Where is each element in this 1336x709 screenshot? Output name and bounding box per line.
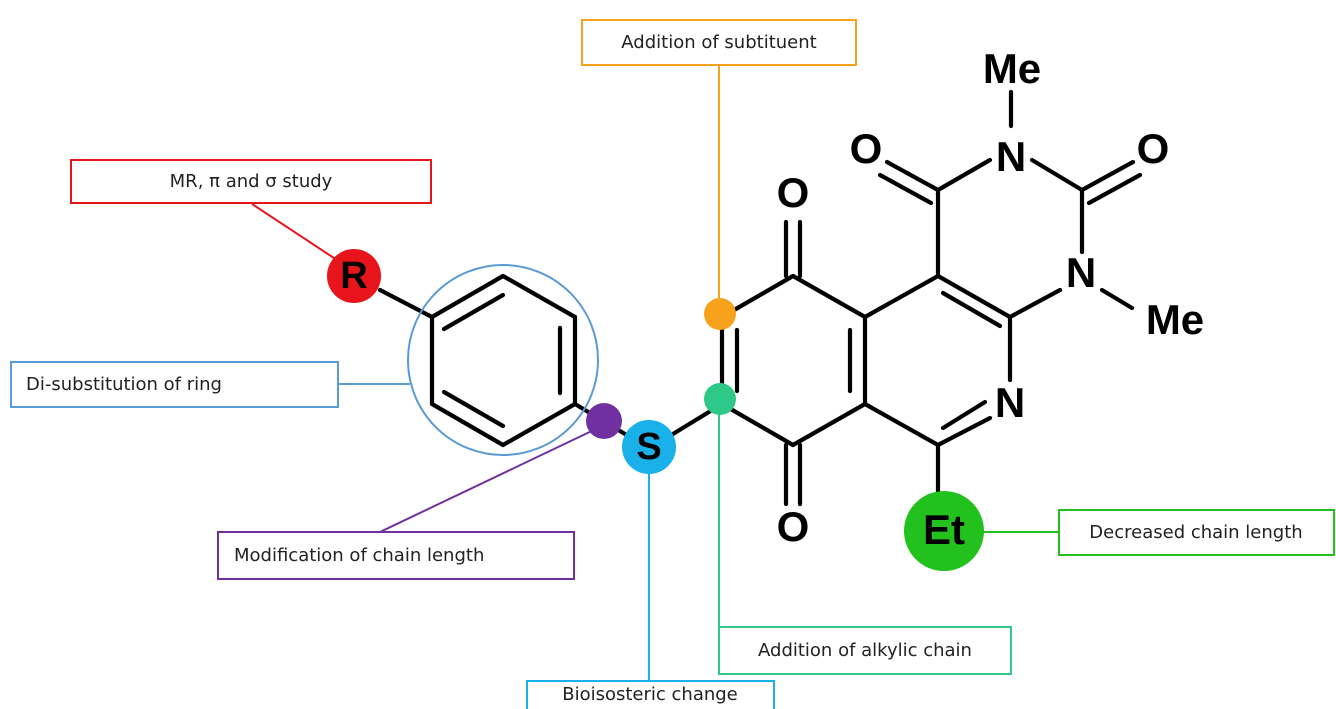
atom-n-top: N <box>996 133 1026 180</box>
atom-ethyl: Et <box>923 506 965 553</box>
bond <box>935 415 993 448</box>
bond <box>429 401 506 448</box>
bond <box>1029 157 1085 193</box>
bond <box>862 401 941 448</box>
bond <box>441 389 506 429</box>
bond <box>1079 159 1136 193</box>
bond <box>884 159 941 193</box>
bond <box>500 401 578 448</box>
atom-o-right: O <box>1137 125 1170 172</box>
atom-n-right: N <box>1066 249 1096 296</box>
atom-o-quinone-top: O <box>777 169 810 216</box>
bond <box>862 273 941 320</box>
bond <box>500 273 578 320</box>
annotation-text: Addition of subtituent <box>621 32 816 53</box>
atom-o-quinone-bottom: O <box>777 503 810 550</box>
ethyl-marker <box>904 491 984 571</box>
annotation-text: Decreased chain length <box>1089 522 1302 543</box>
bond <box>1099 287 1135 311</box>
bond <box>935 157 993 193</box>
molecule-skeleton <box>377 89 1143 507</box>
bond <box>1086 172 1143 206</box>
annotation-mr-study: MR, π and σ study <box>70 159 432 204</box>
annotation-di-substitution: Di-substitution of ring <box>10 361 339 408</box>
atom-me-top: Me <box>983 45 1041 92</box>
ring-highlight-circle <box>407 264 599 456</box>
bond <box>790 273 868 320</box>
annotation-box <box>1058 509 1335 556</box>
annotation-box <box>10 361 339 408</box>
atom-o-left: O <box>850 125 883 172</box>
annotation-box <box>217 531 575 580</box>
substituent-position-marker <box>704 298 736 330</box>
bond <box>877 172 934 206</box>
bond <box>935 273 1013 320</box>
bond <box>441 292 506 332</box>
annotation-addition-alkylic: Addition of alkylic chain <box>718 626 1012 675</box>
atom-me-right: Me <box>1146 296 1204 343</box>
atom-n-pyridine: N <box>995 379 1025 426</box>
bond <box>940 399 988 431</box>
leader-line-purple <box>379 427 599 533</box>
annotation-bioisosteric: Bioisosteric change <box>526 680 775 709</box>
bond <box>429 273 506 320</box>
annotation-text: MR, π and σ study <box>170 171 333 192</box>
atom-sulfur: S <box>636 426 661 468</box>
bond <box>377 287 435 320</box>
annotation-box <box>70 159 432 204</box>
annotation-box <box>718 626 1012 675</box>
annotation-text: Modification of chain length <box>234 545 484 566</box>
atom-r-group: R <box>340 255 367 297</box>
alkyl-position-marker <box>704 383 736 415</box>
annotation-text: Di-substitution of ring <box>26 374 222 395</box>
annotation-text: Bioisosteric change <box>562 684 738 705</box>
annotation-addition-substituent: Addition of subtituent <box>581 19 857 66</box>
annotation-box <box>526 680 775 709</box>
r-group-marker <box>327 249 381 303</box>
annotation-box <box>581 19 857 66</box>
bond <box>790 401 868 448</box>
leader-line-red <box>251 203 341 263</box>
bond <box>719 401 796 448</box>
bond <box>940 290 1003 329</box>
sulfur-marker <box>622 420 676 474</box>
annotation-chain-modification: Modification of chain length <box>217 531 575 580</box>
chain-link-marker <box>586 403 622 439</box>
annotation-decreased-chain: Decreased chain length <box>1058 509 1335 556</box>
annotation-text: Addition of alkylic chain <box>758 640 972 661</box>
bond <box>1007 287 1063 320</box>
